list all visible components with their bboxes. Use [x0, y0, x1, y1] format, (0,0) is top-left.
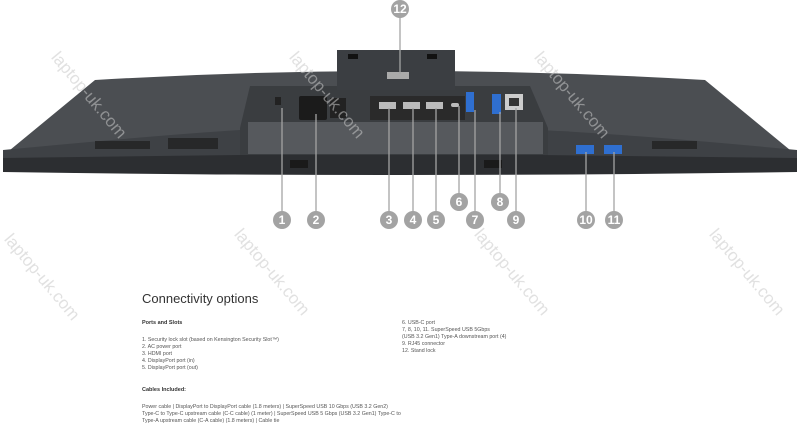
callout-circle: [577, 211, 595, 229]
usb-c-port: [451, 103, 459, 107]
callout-number: 6: [456, 195, 463, 209]
section-title: Connectivity options: [142, 291, 259, 306]
cables-heading: Cables Included:: [142, 387, 187, 393]
callout-4: 4: [404, 108, 422, 229]
callout-number: 12: [393, 2, 407, 16]
port-item: 9. RJ45 connector: [402, 341, 445, 347]
callout-circle: [605, 211, 623, 229]
port-item: 12. Stand lock: [402, 348, 436, 354]
callout-circle: [273, 211, 291, 229]
port-item: 2. AC power port: [142, 344, 182, 350]
hdmi-port: [379, 102, 396, 109]
callout-number: 4: [410, 213, 417, 227]
callout-3: 3: [380, 108, 398, 229]
usb-a-port-7: [466, 92, 474, 112]
cable-item: Type-C to Type-C upstream cable (C-C cab…: [142, 411, 401, 417]
port-item: (USB 3.2 Gen1) Type-A downstream port (4…: [402, 334, 507, 340]
vent-grille: [95, 138, 697, 149]
callout-circle: [404, 211, 422, 229]
usb-a-port-11: [604, 145, 622, 154]
port-item: 7, 8, 10, 11. SuperSpeed USB 5Gbps: [402, 327, 490, 333]
callout-2: 2: [307, 114, 325, 229]
cables-list: Power cable | DisplayPort to DisplayPort…: [142, 404, 401, 425]
ac-power-port: [299, 96, 327, 120]
ports-list-left: 1. Security lock slot (based on Kensingt…: [142, 337, 279, 372]
callout-1: 1: [273, 108, 291, 229]
callout-circle: [507, 211, 525, 229]
callout-number: 10: [579, 213, 593, 227]
usb-a-port-10: [576, 145, 594, 154]
displayport-out: [426, 102, 443, 109]
callout-circle: [380, 211, 398, 229]
displayport-in: [403, 102, 420, 109]
callout-number: 11: [608, 213, 621, 227]
stand-lock: [387, 72, 409, 79]
callout-number: 1: [279, 213, 286, 227]
cable-item: Power cable | DisplayPort to DisplayPort…: [142, 404, 388, 410]
callout-10: 10: [577, 152, 595, 229]
callout-5: 5: [427, 108, 445, 229]
usb-a-port-8: [492, 94, 501, 114]
callout-number: 3: [386, 213, 393, 227]
callout-number: 7: [472, 213, 479, 227]
callout-number: 2: [313, 213, 320, 227]
callout-8: 8: [491, 112, 509, 211]
callout-circle: [391, 0, 409, 18]
callout-circle: [450, 193, 468, 211]
callout-circle: [491, 193, 509, 211]
callout-9: 9: [507, 108, 525, 229]
cable-item: Type-A upstream cable (C-A cable) (1.8 m…: [142, 418, 280, 424]
security-slot: [275, 97, 281, 105]
callout-circle: [307, 211, 325, 229]
callout-number: 9: [513, 213, 520, 227]
callout-12: 12: [391, 0, 409, 74]
port-item: 3. HDMI port: [142, 351, 173, 357]
monitor-bottom-bezel: [3, 150, 797, 175]
callout-6: 6: [450, 106, 468, 211]
ports-list-right: 6. USB-C port 7, 8, 10, 11. SuperSpeed U…: [402, 320, 506, 355]
callout-number: 5: [433, 213, 440, 227]
callout-circle: [427, 211, 445, 229]
port-item: 6. USB-C port: [402, 320, 435, 326]
callout-11: 11: [605, 152, 623, 229]
callout-circle: [466, 211, 484, 229]
callout-number: 8: [497, 195, 504, 209]
port-item: 4. DisplayPort port (in): [142, 358, 195, 364]
callout-7: 7: [466, 110, 484, 229]
port-item: 1. Security lock slot (based on Kensingt…: [142, 337, 279, 343]
port-item: 5. DisplayPort port (out): [142, 365, 198, 371]
ports-heading: Ports and Slots: [142, 320, 183, 326]
